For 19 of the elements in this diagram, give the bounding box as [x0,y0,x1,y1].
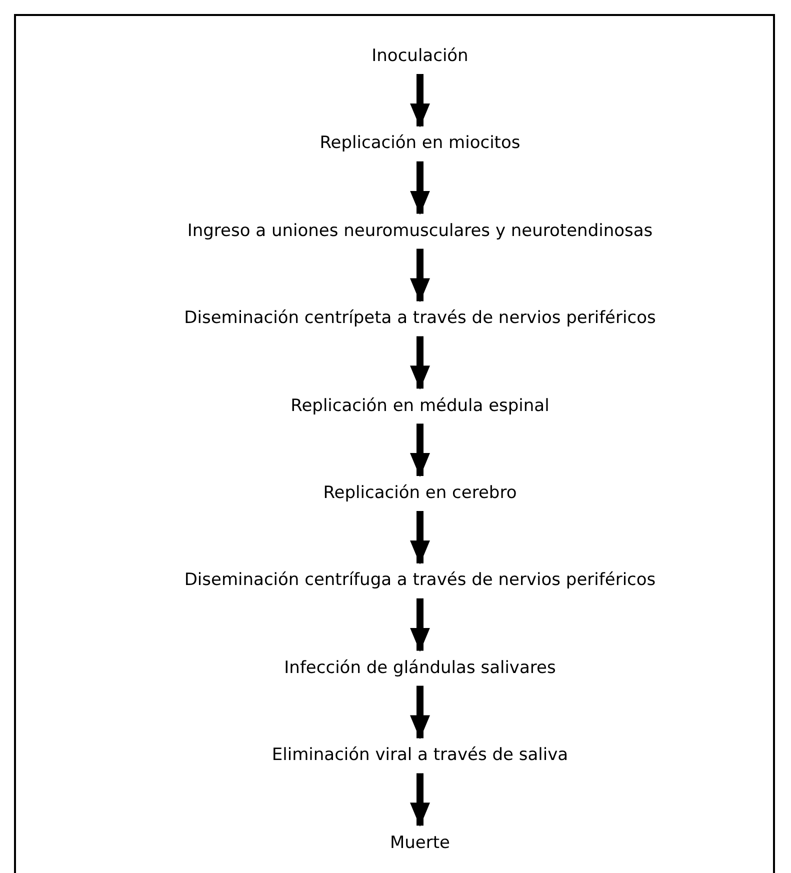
arrow [410,424,430,477]
step-label: Replicación en cerebro [323,482,517,505]
step-label: Infección de glándulas salivares [284,656,556,680]
step-label: Eliminación viral a través de saliva [272,744,568,768]
step-label: Replicación en miocitos [320,132,520,156]
arrow [410,598,430,652]
step-label: Diseminación centrífuga a través de nervios periféricos [184,569,656,592]
arrow [410,336,430,390]
step-label: Muerte [390,832,450,855]
step-label: Replicación en médula espinal [290,394,550,418]
arrow [410,686,430,740]
step-label: Ingreso a uniones neuromusculares y neurotendinosas [187,220,653,243]
arrow [410,74,430,128]
arrow [410,248,430,302]
step-label: Inoculación [372,45,468,68]
step-label: Diseminación centrípeta a través de nervios periféricos [184,307,656,330]
arrow [410,161,430,215]
arrow [410,511,430,564]
arrow [410,773,430,827]
